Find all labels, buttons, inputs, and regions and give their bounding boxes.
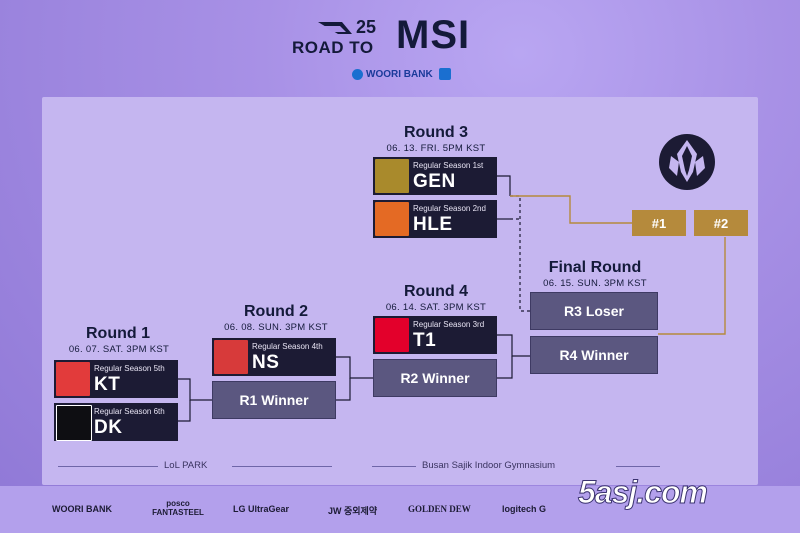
venue-busan: Busan Sajik Indoor Gymnasium: [422, 460, 556, 471]
final-round-date: 06. 15. SUN. 3PM KST: [543, 278, 647, 289]
msi-seed-2-box: #2: [694, 210, 748, 236]
wings-logo-icon: [318, 22, 352, 34]
team-card-ns[interactable]: Regular Season 4th NS: [212, 338, 336, 376]
team-name: T1: [413, 330, 437, 351]
round4-title: Round 4: [404, 283, 468, 300]
team-name: KT: [94, 374, 121, 395]
team-card-gen[interactable]: Regular Season 1st GEN: [373, 157, 497, 195]
round4-date: 06. 14. SAT. 3PM KST: [385, 302, 487, 313]
title-sponsor: WOORI BANK: [352, 67, 451, 81]
ns-logo-icon: [214, 340, 248, 374]
sponsor-woori: WOORI BANK: [52, 504, 112, 514]
sponsor-band: [0, 486, 800, 533]
team-card-dk[interactable]: Regular Season 6th DK: [54, 403, 178, 441]
msi-trophy-icon: [659, 134, 715, 190]
round1-date: 06. 07. SAT. 3PM KST: [68, 344, 170, 355]
sponsor-jw: JW 중외제약: [328, 506, 378, 516]
team-seed: Regular Season 4th: [252, 342, 323, 351]
round2-date: 06. 08. SUN. 3PM KST: [224, 322, 328, 333]
venue-divider: [616, 466, 660, 467]
woori-app-icon: [438, 68, 451, 80]
sponsor-lg: LG UltraGear: [233, 504, 290, 514]
venue-lol-park: LoL PARK: [164, 460, 208, 471]
r3-loser-slot[interactable]: R3 Loser: [530, 292, 658, 330]
team-seed: Regular Season 6th: [94, 407, 165, 416]
team-seed: Regular Season 5th: [94, 364, 165, 373]
sponsor-posco: posco FANTASTEEL: [152, 499, 204, 517]
team-name: DK: [94, 417, 123, 438]
r4-winner-slot[interactable]: R4 Winner: [530, 336, 658, 374]
team-name: NS: [252, 352, 280, 373]
gen-logo-icon: [375, 159, 409, 193]
title-sponsor-name: WOORI BANK: [366, 68, 433, 80]
team-seed: Regular Season 3rd: [413, 320, 485, 329]
venue-divider: [232, 466, 332, 467]
team-seed: Regular Season 2nd: [413, 204, 486, 213]
sponsor-logitech: logitech G: [502, 504, 547, 514]
t1-logo-icon: [375, 318, 409, 352]
round1-title: Round 1: [86, 325, 150, 342]
team-card-kt[interactable]: Regular Season 5th KT: [54, 360, 178, 398]
team-card-t1[interactable]: Regular Season 3rd T1: [373, 316, 497, 354]
hle-logo-icon: [375, 202, 409, 236]
logo-year: 25: [356, 17, 377, 37]
woori-bank-icon: [352, 68, 363, 80]
round3-title: Round 3: [404, 124, 468, 141]
msi-seed-1-box: #1: [632, 210, 686, 236]
team-seed: Regular Season 1st: [413, 161, 484, 170]
sponsor-golden-dew: GOLDEN DEW: [408, 504, 471, 514]
venue-divider: [372, 466, 416, 467]
round2-title: Round 2: [244, 303, 308, 320]
watermark: 5asj.com: [578, 474, 709, 511]
venue-divider: [58, 466, 158, 467]
kt-logo-icon: [56, 362, 90, 396]
r2-winner-slot[interactable]: R2 Winner: [373, 359, 497, 397]
team-name: HLE: [413, 214, 453, 235]
round3-date: 06. 13. FRI. 5PM KST: [386, 143, 486, 154]
logo-road-to: ROAD TO: [292, 38, 374, 57]
final-round-title: Final Round: [548, 259, 642, 276]
team-card-hle[interactable]: Regular Season 2nd HLE: [373, 200, 497, 238]
team-name: GEN: [413, 171, 456, 192]
logo-msi: MSI: [396, 13, 471, 57]
dk-logo-icon: [56, 405, 92, 441]
r1-winner-slot[interactable]: R1 Winner: [212, 381, 336, 419]
